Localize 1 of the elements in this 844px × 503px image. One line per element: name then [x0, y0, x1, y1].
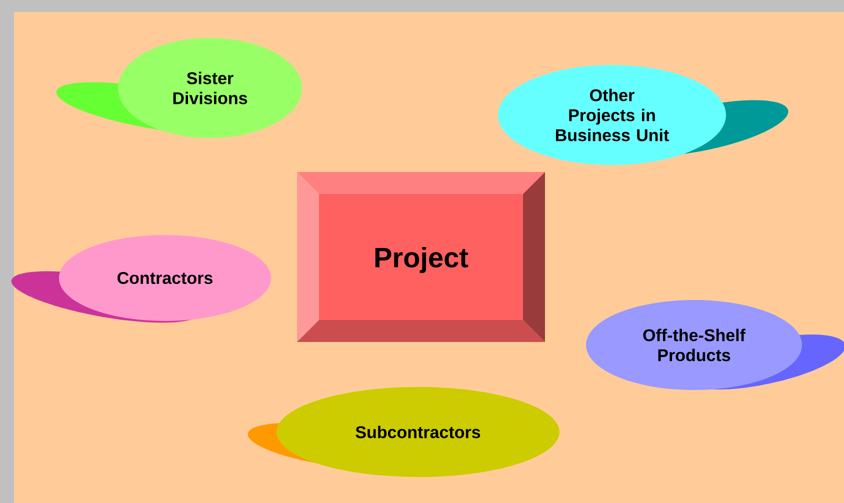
bevel-box: Project: [297, 172, 545, 342]
